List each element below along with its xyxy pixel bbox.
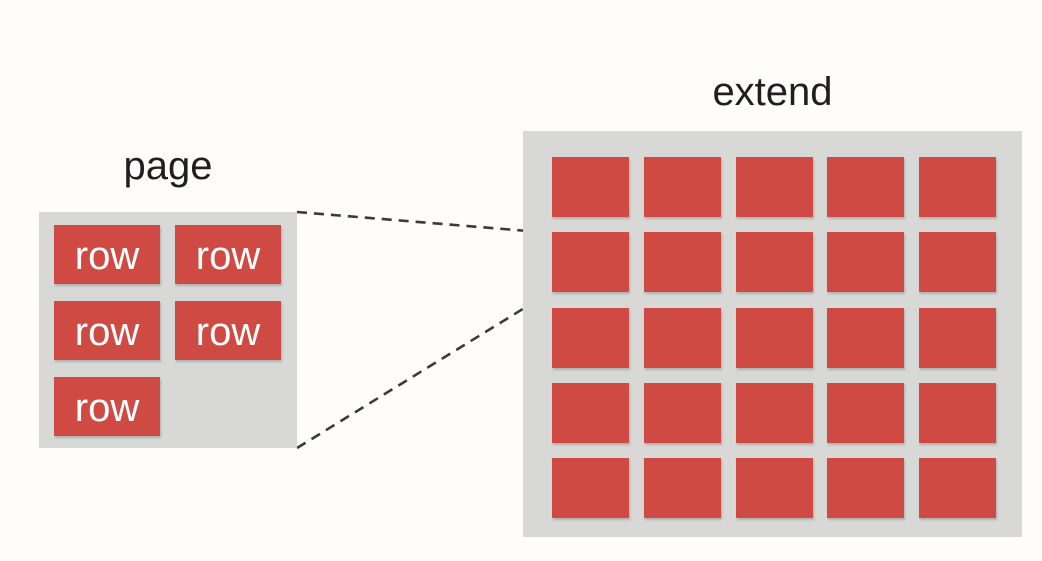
page-to-extend-top — [296, 210, 553, 235]
extend-cell — [919, 157, 996, 217]
extend-cell — [552, 307, 629, 368]
extend-cell — [643, 382, 721, 443]
extend-panel — [523, 131, 1022, 537]
extend-cell — [735, 157, 813, 217]
extend-cell — [735, 382, 813, 443]
extend-cell — [919, 382, 996, 443]
extend-cell — [827, 232, 905, 293]
extend-cell — [552, 458, 629, 518]
extend-title: extend — [712, 70, 833, 114]
extend-cell — [552, 157, 629, 217]
page-row-cell: row — [54, 301, 160, 360]
extend-cell — [643, 232, 721, 293]
extend-cell — [643, 307, 721, 368]
page-to-extend-bottom — [296, 289, 553, 450]
extend-cell — [827, 307, 905, 368]
extend-cell — [643, 458, 721, 518]
extend-cell — [827, 157, 905, 217]
extend-cell — [643, 157, 721, 217]
extend-cell — [827, 382, 905, 443]
extend-cell — [552, 382, 629, 443]
page-row-cell: row — [54, 377, 160, 436]
page-title: page — [123, 144, 213, 188]
page-row-cell: row — [54, 225, 160, 284]
extend-cell — [827, 458, 905, 518]
page-row-cell: row — [175, 225, 281, 284]
extend-cell — [735, 307, 813, 368]
extend-cell — [735, 458, 813, 518]
extend-cell — [919, 307, 996, 368]
extend-cell — [552, 232, 629, 293]
extend-cell — [919, 232, 996, 293]
extend-cell — [735, 232, 813, 293]
page-row-cell: row — [175, 301, 281, 360]
extend-cell — [919, 458, 996, 518]
